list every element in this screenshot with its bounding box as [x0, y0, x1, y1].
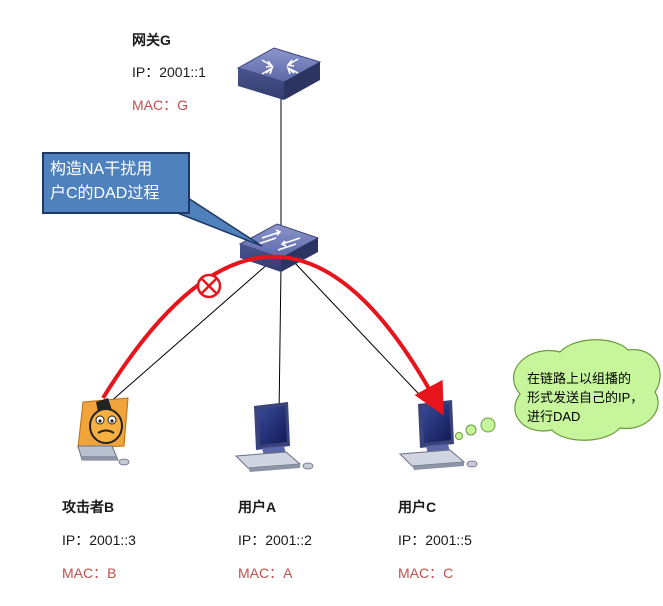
callout-line-2: 户C的DAD过程: [50, 185, 160, 202]
attacker-ip: IP：2001::3: [62, 532, 136, 548]
blocked-icon: [196, 273, 222, 299]
switch-icon: [238, 223, 320, 272]
attacker-icon: [77, 397, 130, 466]
link-switch-user-c: [293, 261, 433, 409]
thought-line-2: 形式发送自己的IP，: [527, 390, 644, 405]
attack-callout: 构造NA干扰用 户C的DAD过程: [42, 152, 190, 214]
attack-arrow: [101, 254, 444, 416]
dad-thought-text: 在链路上以组播的 形式发送自己的IP， 进行DAD: [513, 348, 663, 434]
user-a-name: 用户A: [238, 499, 277, 515]
attacker-name: 攻击者B: [62, 499, 115, 515]
thought-line-1: 在链路上以组播的: [527, 371, 632, 386]
user-c-name: 用户C: [398, 499, 437, 515]
gateway-ip: IP：2001::1: [132, 64, 206, 80]
computer-icon: [398, 400, 478, 470]
user-c-ip: IP：2001::5: [398, 532, 472, 548]
gateway-mac: MAC：G: [132, 97, 188, 113]
thought-bubble: [455, 339, 661, 441]
gateway-name: 网关G: [132, 32, 171, 48]
user-a-ip: IP：2001::2: [238, 532, 312, 548]
user-c-mac: MAC：C: [398, 565, 454, 581]
link-switch-attacker: [107, 261, 271, 405]
computer-icon: [234, 402, 314, 472]
link-switch-user-a: [278, 265, 282, 417]
callout-line-1: 构造NA干扰用: [50, 161, 153, 178]
user-a-mac: MAC：A: [238, 565, 293, 581]
attacker-mac: MAC：B: [62, 565, 117, 581]
thought-line-3: 进行DAD: [527, 409, 581, 424]
router-icon: [236, 47, 322, 100]
